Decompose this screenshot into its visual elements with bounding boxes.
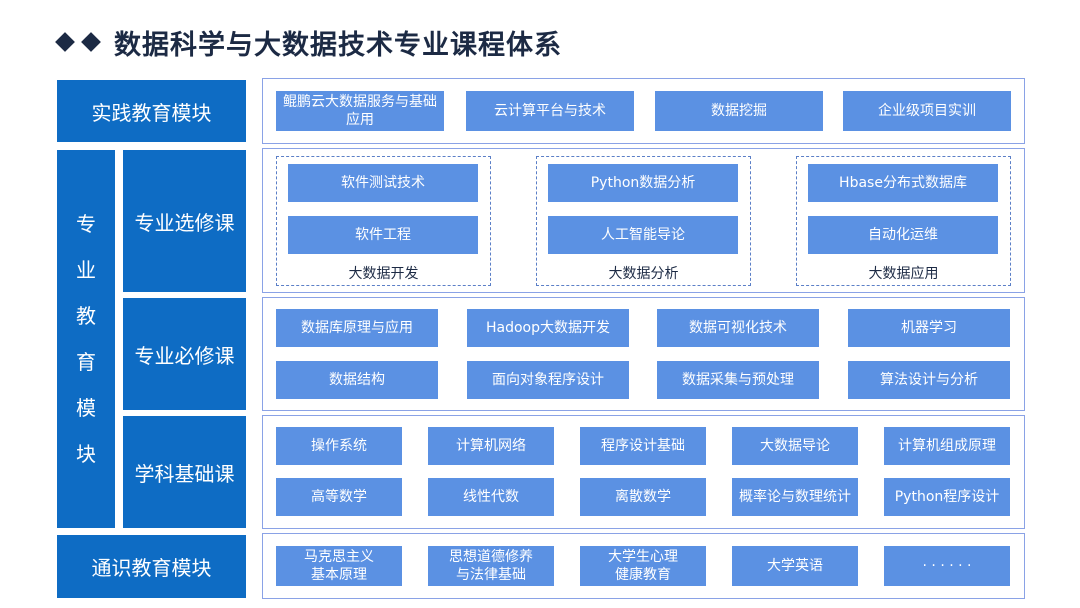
diamond-icon [81,32,101,52]
course-box: 数据可视化技术 [657,309,819,347]
course-box: 人工智能导论 [548,216,738,254]
course-line: 思想道德修养 [449,549,533,565]
course-line: 基本原理 [311,567,367,583]
course-line: 与法律基础 [456,567,526,583]
course-box: 高等数学 [276,478,402,516]
label-char: 专 [76,212,96,236]
group-label: 大数据应用 [868,266,939,282]
required-label: 专业必修课 [123,298,246,410]
course-box: Hadoop大数据开发 [467,309,629,347]
title-bar: 数据科学与大数据技术专业课程体系 [55,22,562,62]
course-box: 软件工程 [288,216,478,254]
elective-group [796,156,1011,286]
label-char: 模 [76,396,96,420]
elective-group [536,156,751,286]
label-char: 业 [76,258,96,282]
diamond-icon [55,32,75,52]
course-box: · · · · · · [884,546,1010,586]
course-line: 鲲鹏云大数据服务与基础 [283,94,437,110]
course-box: 计算机组成原理 [884,427,1010,465]
professional-module-label: 专 业 教 育 模 块 [57,150,115,528]
course-box: 数据采集与预处理 [657,361,819,399]
label-char: 教 [76,304,96,328]
general-module-label: 通识教育模块 [57,535,246,598]
label-char: 块 [76,442,96,466]
page-title: 数据科学与大数据技术专业课程体系 [114,29,562,61]
course-box: 鲲鹏云大数据服务与基础应用 [276,91,444,131]
course-box: 面向对象程序设计 [467,361,629,399]
course-box: 云计算平台与技术 [466,91,634,131]
course-box: Python数据分析 [548,164,738,202]
course-box: 线性代数 [428,478,554,516]
course-box: 自动化运维 [808,216,998,254]
course-box: 大学生心理健康教育 [580,546,706,586]
label-char: 育 [76,350,96,374]
course-box: 数据结构 [276,361,438,399]
course-box: 计算机网络 [428,427,554,465]
elective-group [276,156,491,286]
group-label: 大数据分析 [608,266,679,282]
course-line: 大学生心理 [608,549,678,565]
practice-module-label: 实践教育模块 [57,80,246,142]
course-box: 思想道德修养与法律基础 [428,546,554,586]
course-box: 数据挖掘 [655,91,823,131]
course-box: 企业级项目实训 [843,91,1011,131]
course-box: 大数据导论 [732,427,858,465]
course-line: 应用 [346,112,374,128]
course-line: 健康教育 [615,567,671,583]
course-box: 机器学习 [848,309,1010,347]
course-line: 马克思主义 [304,549,374,565]
course-box: Python程序设计 [884,478,1010,516]
course-box: 数据库原理与应用 [276,309,438,347]
course-box: Hbase分布式数据库 [808,164,998,202]
course-box: 操作系统 [276,427,402,465]
course-box: 软件测试技术 [288,164,478,202]
group-label: 大数据开发 [348,266,419,282]
elective-label: 专业选修课 [123,150,246,292]
foundation-label: 学科基础课 [123,416,246,528]
course-box: 程序设计基础 [580,427,706,465]
course-box: 算法设计与分析 [848,361,1010,399]
course-box: 离散数学 [580,478,706,516]
course-box: 马克思主义基本原理 [276,546,402,586]
course-box: 概率论与数理统计 [732,478,858,516]
course-box: 大学英语 [732,546,858,586]
